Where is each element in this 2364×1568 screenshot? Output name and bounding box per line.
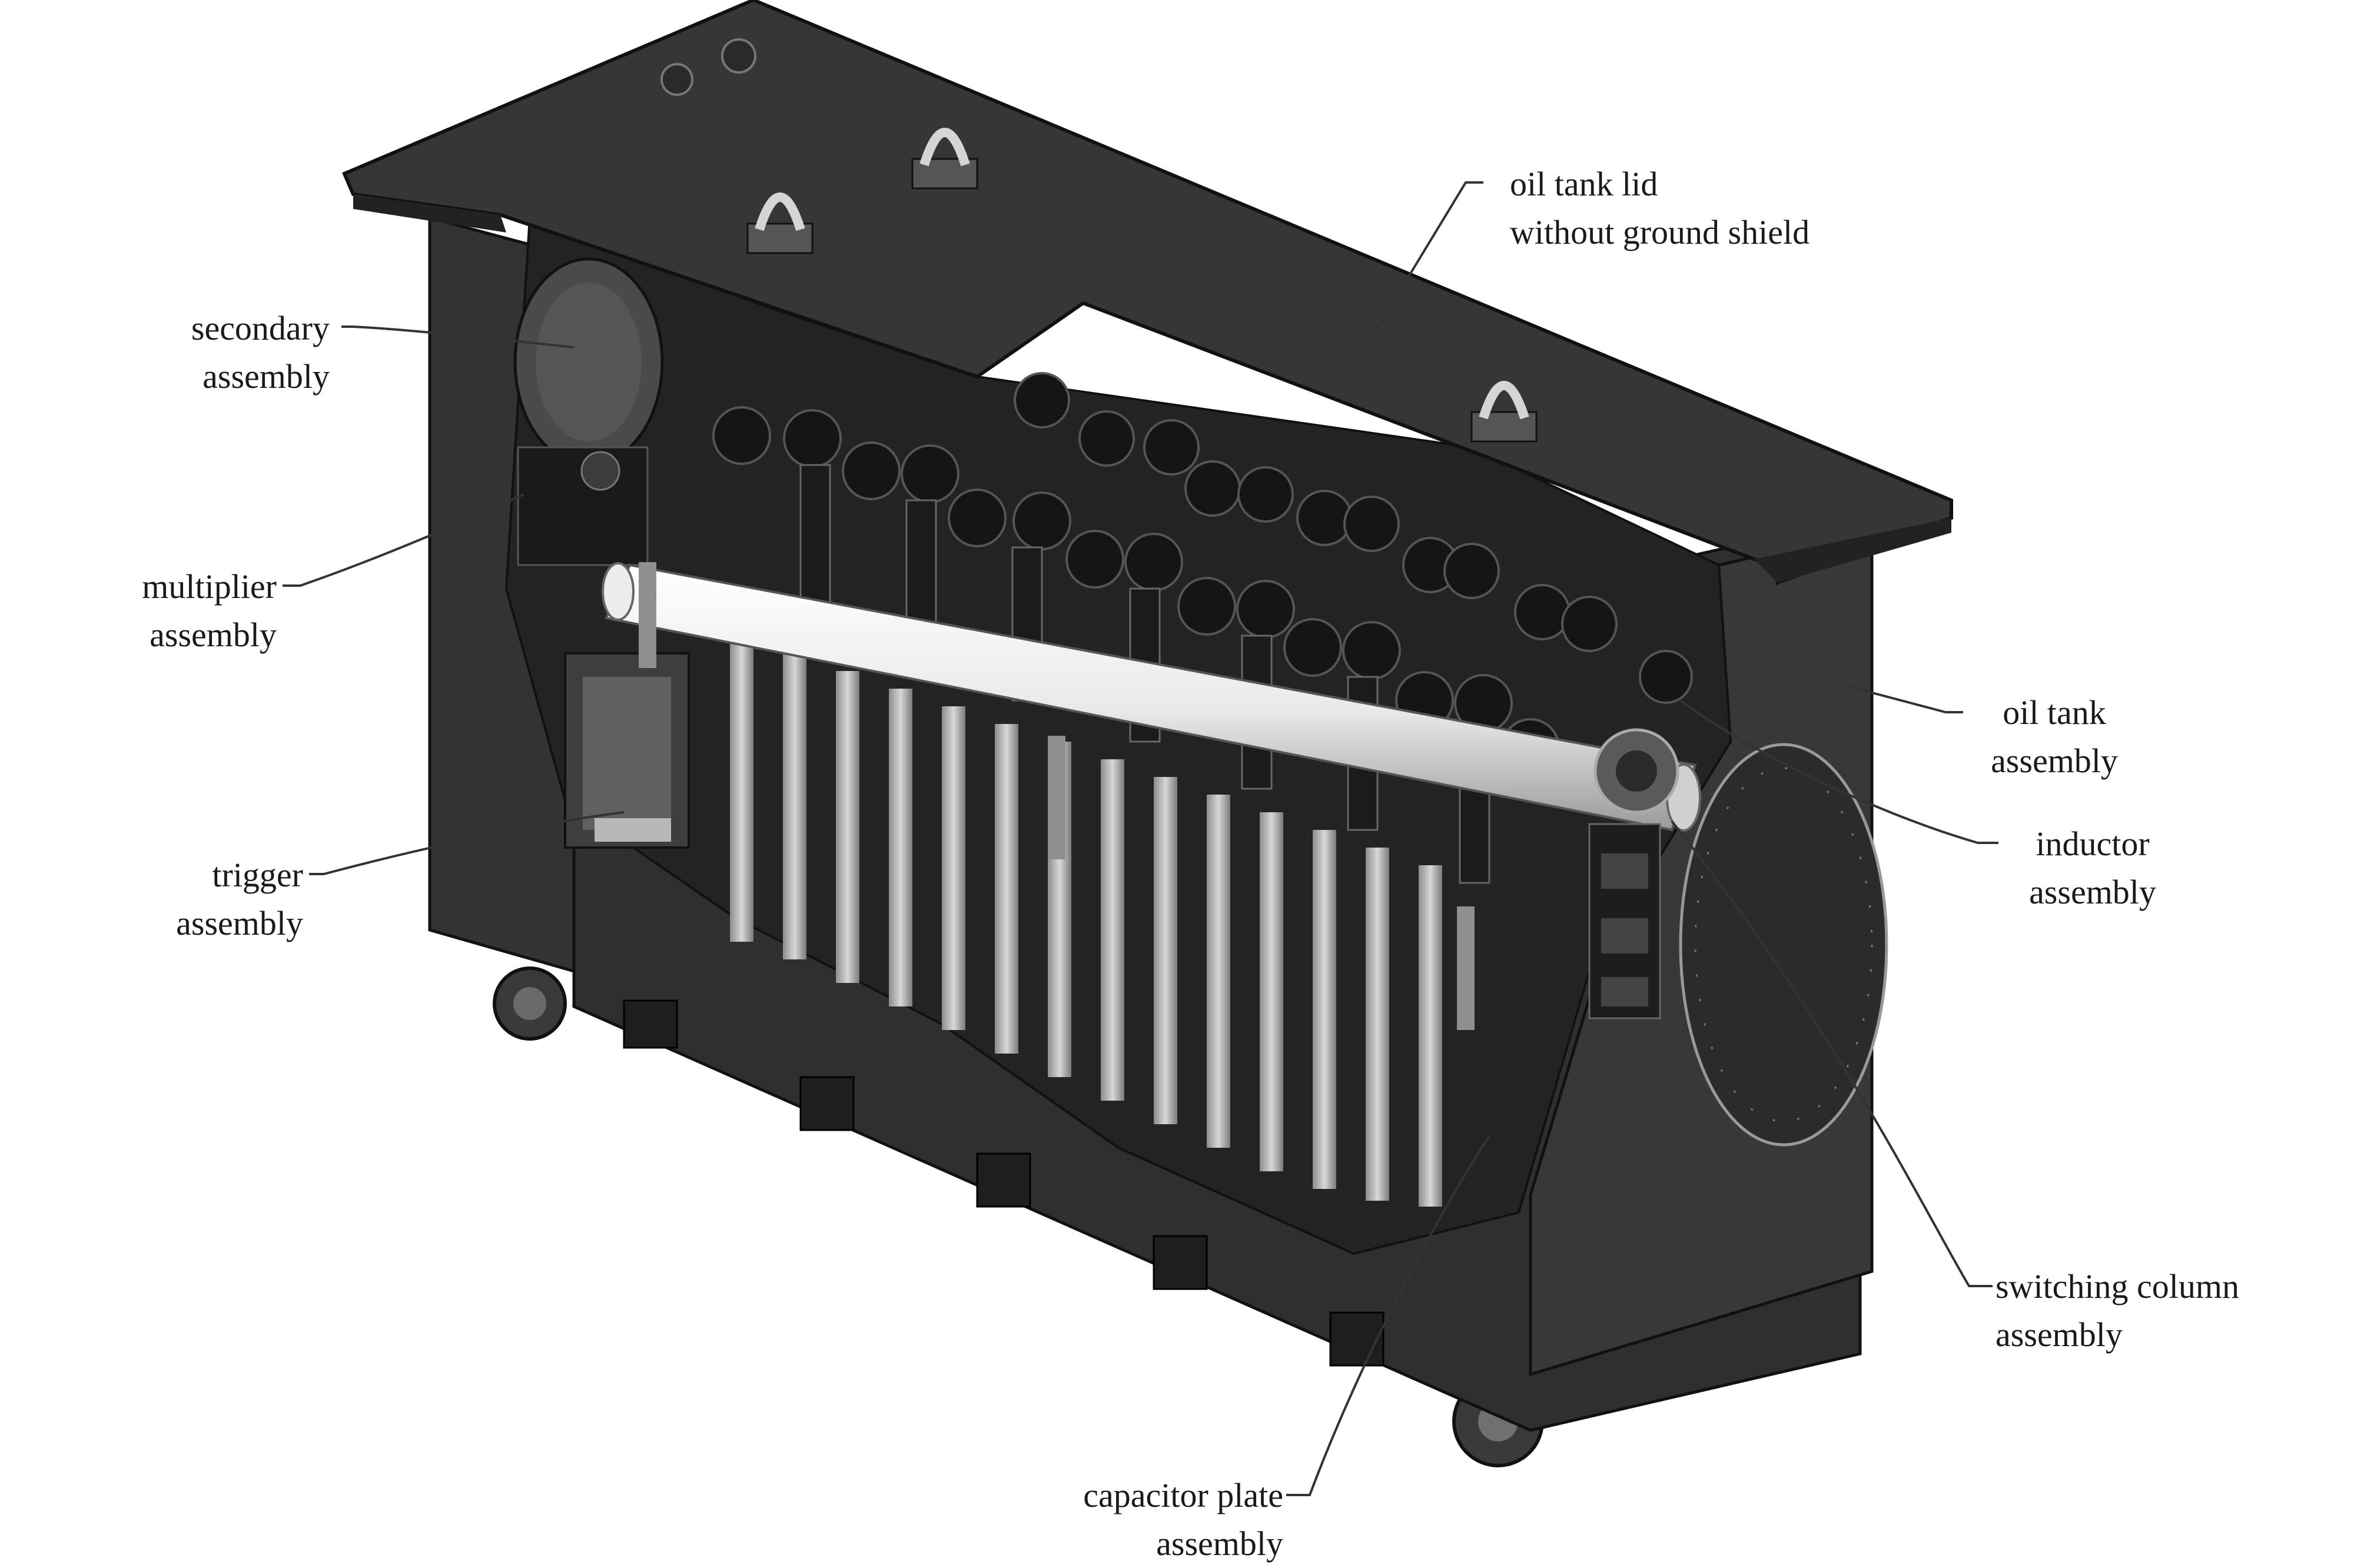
leader-multiplier <box>283 493 524 587</box>
right-end-flange <box>1679 743 1888 1147</box>
leader-trigger <box>309 811 625 875</box>
label-line: oil tank lid <box>1510 165 1658 203</box>
inductor-assembly <box>1593 728 1679 814</box>
lift-eye-3 <box>1470 381 1538 443</box>
leader-capacitor <box>1286 1135 1490 1496</box>
label-line: assembly <box>1156 1524 1283 1563</box>
label-line: assembly <box>150 616 277 654</box>
oil-tank-lid <box>342 0 1953 586</box>
label-line: secondary <box>191 309 330 347</box>
label-line: assembly <box>2029 873 2156 911</box>
trigger-assembly <box>564 652 690 849</box>
label-multiplier-assembly: multiplier assembly <box>82 563 277 659</box>
secondary-assembly-disc <box>513 257 664 467</box>
label-oil-tank-assembly: oil tank assembly <box>1963 689 2146 785</box>
leader-secondary <box>341 325 575 348</box>
label-line: oil tank <box>2003 693 2106 732</box>
label-oil-tank-lid: oil tank lid without ground shield <box>1510 160 1809 257</box>
leader-inductor <box>1679 699 1998 844</box>
label-line: assembly <box>1991 742 2118 780</box>
capacitor-plates <box>730 636 1442 1207</box>
label-capacitor-plate-assembly: capacitor plate assembly <box>1001 1471 1283 1568</box>
multiplier-assembly <box>517 446 649 566</box>
tank-bottom-skids <box>623 999 1384 1367</box>
lift-eye-2 <box>911 128 978 190</box>
label-secondary-assembly: secondary assembly <box>141 304 330 401</box>
label-line: assembly <box>202 357 330 396</box>
label-line: without ground shield <box>1510 213 1810 251</box>
leader-lid <box>1364 181 1483 348</box>
lid-bushing-2 <box>721 38 756 74</box>
label-line: multiplier <box>142 567 277 606</box>
label-line: capacitor plate <box>1083 1476 1283 1514</box>
label-inductor-assembly: inductor assembly <box>1996 820 2190 916</box>
leader-oil-tank <box>1845 685 1963 713</box>
lift-eye-1 <box>746 192 814 254</box>
leader-lines <box>283 181 1998 1496</box>
leader-switching <box>1671 820 1993 1287</box>
label-line: assembly <box>176 904 303 942</box>
label-trigger-assembly: trigger assembly <box>115 851 303 948</box>
switching-column <box>1588 823 1661 1019</box>
label-line: assembly <box>1996 1315 2123 1354</box>
main-bus-pipe <box>602 562 1701 1030</box>
lid-bushing-1 <box>660 63 693 96</box>
label-line: trigger <box>212 856 303 894</box>
label-line: switching column <box>1996 1267 2240 1305</box>
label-switching-column-assembly: switching column assembly <box>1996 1263 2239 1359</box>
label-line: inductor <box>2036 825 2150 863</box>
